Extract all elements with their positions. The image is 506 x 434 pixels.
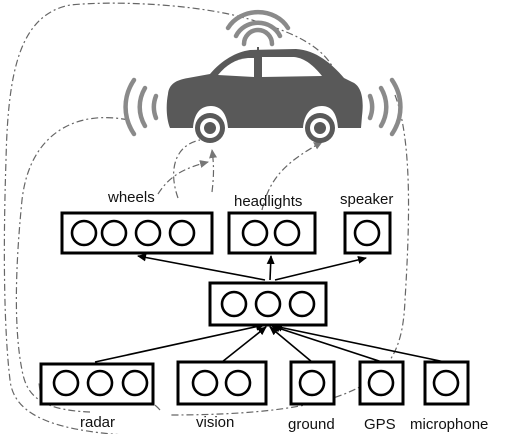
radar-label: radar [80, 414, 115, 431]
hidden-to-output-arrows [137, 253, 367, 281]
hidden-node [288, 290, 316, 318]
signal-waves-icon [123, 9, 403, 137]
radar-node [52, 369, 80, 397]
speaker-label: speaker [340, 191, 393, 208]
radar-node [86, 369, 114, 397]
input-group-gps: GPS [358, 360, 405, 433]
car-icon [166, 47, 363, 143]
wheels-node [168, 219, 196, 247]
output-group-wheels: wheels [60, 189, 214, 255]
wheels-node [100, 219, 128, 247]
vision-node [224, 369, 252, 397]
gps-label: GPS [364, 416, 396, 433]
speaker-node [353, 219, 381, 247]
wheels-node [134, 219, 162, 247]
headlights-node [273, 219, 301, 247]
output-group-headlights: headlights [227, 193, 317, 255]
wheels-node [70, 219, 98, 247]
input-group-radar: radar [39, 362, 155, 431]
radar-node [121, 369, 149, 397]
headlights-label: headlights [234, 193, 302, 210]
input-group-microphone: microphone [410, 360, 488, 433]
microphone-label: microphone [410, 416, 488, 433]
hidden-node [220, 290, 248, 318]
vision-label: vision [196, 414, 234, 431]
input-group-vision: vision [176, 360, 268, 431]
headlights-node [241, 219, 269, 247]
hidden-layer [208, 281, 328, 327]
input-group-ground: ground [288, 360, 336, 433]
vision-node [191, 369, 219, 397]
microphone-node [432, 369, 460, 397]
wheels-label: wheels [107, 189, 155, 206]
hidden-node [254, 290, 282, 318]
ground-label: ground [288, 416, 335, 433]
gps-node [367, 369, 395, 397]
output-group-speaker: speaker [340, 191, 393, 255]
input-to-hidden-arrows [94, 322, 446, 363]
ground-node [298, 369, 326, 397]
